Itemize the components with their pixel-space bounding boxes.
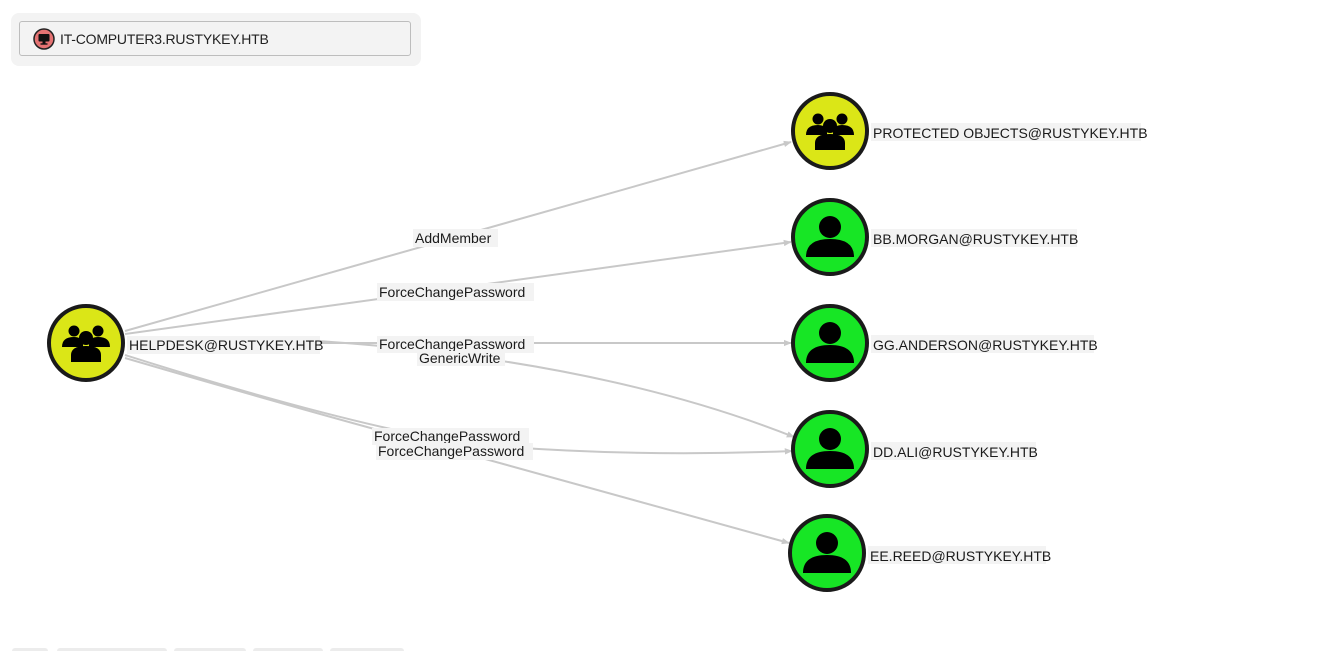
edge-label[interactable]: AddMember: [415, 230, 492, 246]
search-panel: IT-COMPUTER3.RUSTYKEY.HTB: [11, 13, 421, 66]
computer-icon: [33, 27, 55, 50]
selected-node-text: IT-COMPUTER3.RUSTYKEY.HTB: [60, 30, 269, 47]
edge-labels: AddMember ForceChangePassword ForceChang…: [372, 229, 534, 460]
edge-label[interactable]: ForceChangePassword: [374, 428, 520, 444]
node-gg-anderson[interactable]: [791, 304, 869, 382]
edge-label[interactable]: ForceChangePassword: [378, 443, 524, 459]
edge-genericwrite-ddali[interactable]: [317, 340, 795, 438]
node-label[interactable]: PROTECTED OBJECTS@RUSTYKEY.HTB: [873, 125, 1148, 141]
node-label[interactable]: BB.MORGAN@RUSTYKEY.HTB: [873, 231, 1078, 247]
node-dd-ali[interactable]: [791, 410, 869, 488]
node-helpdesk[interactable]: [47, 304, 125, 382]
node-ee-reed[interactable]: [788, 514, 866, 592]
edge-label[interactable]: ForceChangePassword: [379, 336, 525, 352]
node-bb-morgan[interactable]: [791, 198, 869, 276]
node-label[interactable]: DD.ALI@RUSTYKEY.HTB: [873, 444, 1038, 460]
node-label[interactable]: EE.REED@RUSTYKEY.HTB: [870, 548, 1051, 564]
node-protected-objects[interactable]: [791, 92, 869, 170]
node-label[interactable]: HELPDESK@RUSTYKEY.HTB: [129, 337, 323, 353]
edge-label[interactable]: GenericWrite: [419, 350, 501, 366]
node-search-input[interactable]: IT-COMPUTER3.RUSTYKEY.HTB: [19, 21, 411, 56]
node-label[interactable]: GG.ANDERSON@RUSTYKEY.HTB: [873, 337, 1098, 353]
edge-label[interactable]: ForceChangePassword: [379, 284, 525, 300]
